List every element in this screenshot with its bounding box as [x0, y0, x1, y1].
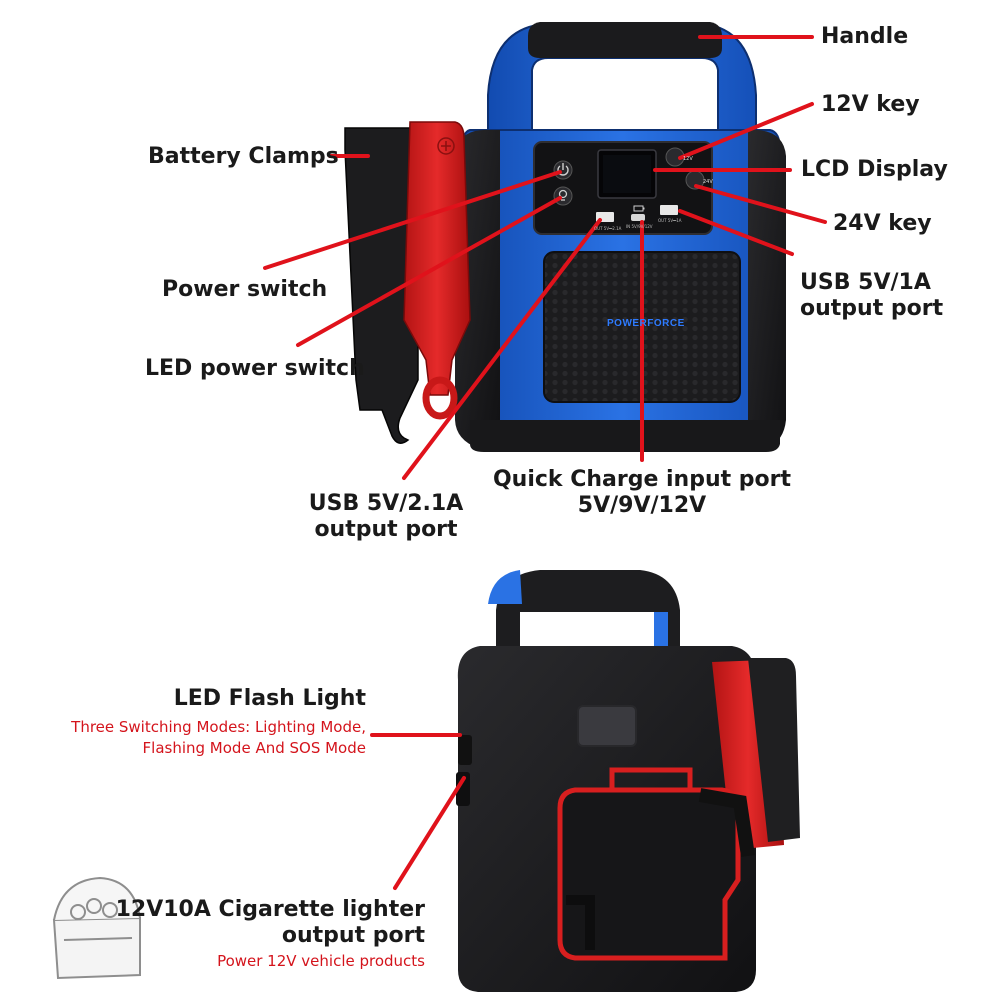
label-lcd-display: LCD Display: [801, 157, 948, 182]
red-clamp: [403, 121, 471, 396]
battery-icon: [633, 205, 645, 212]
label-quick-charge-line2: 5V/9V/12V: [577, 493, 707, 518]
note-flash-modes-line1: Three Switching Modes: Lighting Mode,: [71, 718, 366, 736]
note-flash-modes-line2: Flashing Mode And SOS Mode: [142, 739, 366, 757]
label-led-power-switch: LED power switch: [145, 356, 365, 381]
panel-12v-text: 12V: [683, 156, 693, 162]
brand-logo-text: POWERFORCE: [607, 318, 685, 329]
front-device: [455, 22, 786, 452]
led-button[interactable]: [553, 186, 573, 206]
battery-clamps: [344, 121, 471, 444]
plus-icon: [437, 137, 455, 155]
label-12v-key: 12V key: [821, 92, 920, 117]
black-clamp: [344, 127, 419, 444]
power-icon: [557, 163, 569, 176]
panel-usb-mid-text: IN 5V/9V/12V: [626, 224, 653, 229]
label-power-switch: Power switch: [162, 277, 328, 302]
panel-24v-text: 24V: [703, 179, 713, 185]
label-cigarette-line1: 12V10A Cigarette lighter: [115, 897, 425, 922]
label-24v-key: 24V key: [833, 211, 932, 236]
leader-24v: [694, 184, 827, 224]
label-usb-21a-line2: output port: [314, 517, 458, 542]
note-cigarette-power: Power 12V vehicle products: [217, 952, 425, 970]
handle-grip: [528, 22, 722, 58]
leader-lines: [263, 35, 827, 890]
label-battery-clamps: Battery Clamps: [148, 144, 339, 169]
leader-led: [296, 196, 562, 347]
rear-black-clamp: [748, 658, 800, 842]
label-usb-21a-line1: USB 5V/2.1A: [308, 491, 464, 516]
leader-usb21: [402, 218, 602, 480]
toolbox-icon: [52, 876, 141, 980]
base-bumper: [470, 420, 780, 452]
back-device: [456, 570, 800, 992]
label-cigarette-line2: output port: [281, 923, 425, 948]
label-usb-1a-line1: USB 5V/1A: [800, 270, 931, 295]
leader-cig: [393, 776, 466, 890]
panel-usb-left-text: OUT 5V⎓2.1A: [594, 226, 622, 231]
led-flash-light: [458, 735, 472, 765]
bulb-icon: [558, 189, 568, 201]
label-led-flash-light: LED Flash Light: [173, 686, 366, 711]
rear-handle: [496, 570, 680, 680]
rear-window: [577, 705, 637, 747]
cigarette-socket: [456, 772, 470, 806]
label-handle: Handle: [821, 24, 909, 49]
panel-usb-right-text: OUT 5V⎓1A: [658, 218, 682, 223]
usb-1a-port[interactable]: [660, 205, 678, 215]
leader-12v: [678, 102, 814, 160]
red-clamp-ring: [422, 376, 458, 420]
label-quick-charge-line1: Quick Charge input port: [492, 467, 792, 492]
rear-handle-blue-edge: [488, 570, 522, 604]
right-bumper: [748, 130, 786, 448]
leader-usb1a: [678, 209, 794, 256]
quick-charge-port[interactable]: [631, 214, 645, 221]
leader-power: [263, 170, 562, 270]
label-usb-1a-line2: output port: [800, 296, 944, 321]
